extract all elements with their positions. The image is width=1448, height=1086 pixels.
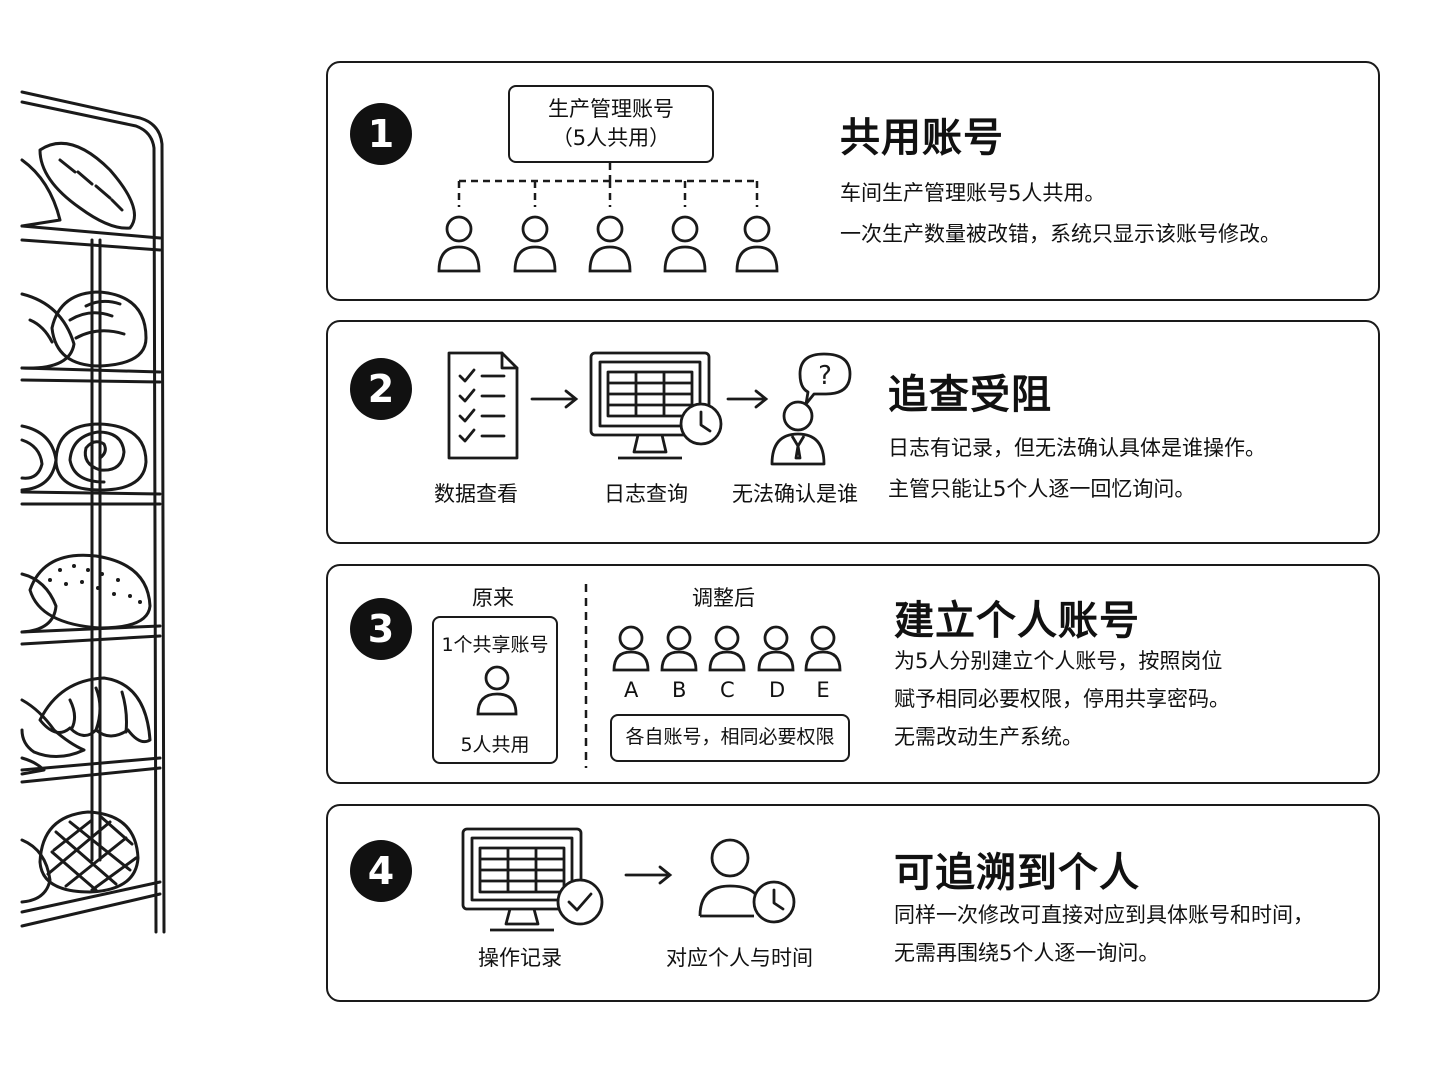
step-4-description: 同样一次修改可直接对应到具体账号和时间， 无需再围绕5个人逐一询问。 <box>894 896 1314 972</box>
shared-account-box: 生产管理账号 （5人共用） <box>508 85 714 163</box>
question-mark: ? <box>818 361 832 391</box>
user-letter-b: B <box>672 678 687 702</box>
individual-users-row <box>612 625 842 672</box>
step-4-caption-operation-record: 操作记录 <box>478 946 562 970</box>
person-icon <box>437 215 481 273</box>
divider-line <box>584 584 588 768</box>
arrow-right-icon <box>530 389 579 409</box>
after-label: 调整后 <box>692 586 755 610</box>
person-icon <box>660 625 698 672</box>
step-2-desc-line-1: 日志有记录，但无法确认具体是谁操作。 <box>888 436 1266 460</box>
person-time-icon <box>698 838 796 924</box>
step-2-caption-data-view: 数据查看 <box>434 482 518 506</box>
step-1-title: 共用账号 <box>840 115 1004 161</box>
user-letter-a: A <box>624 678 639 702</box>
user-letter-e: E <box>816 678 830 702</box>
person-icon <box>663 215 707 273</box>
record-monitor-icon <box>461 827 604 932</box>
step-2-desc-line-2: 主管只能让5个人逐一回忆询问。 <box>888 477 1196 501</box>
person-icon <box>513 215 557 273</box>
arrow-right-icon <box>726 389 769 409</box>
step-2-caption-unknown-who: 无法确认是谁 <box>732 482 858 506</box>
step-3-title: 建立个人账号 <box>894 598 1140 644</box>
step-1-desc-line-2: 一次生产数量被改错，系统只显示该账号修改。 <box>840 222 1281 246</box>
checklist-icon <box>447 351 519 460</box>
step-3-desc-line-3: 无需改动生产系统。 <box>894 725 1083 749</box>
step-2-description: 日志有记录，但无法确认具体是谁操作。 主管只能让5个人逐一回忆询问。 <box>888 428 1266 510</box>
person-icon <box>804 625 842 672</box>
person-icon <box>708 625 746 672</box>
step-3-desc-line-1: 为5人分别建立个人账号，按照岗位 <box>894 649 1223 673</box>
step-4-desc-line-2: 无需再围绕5个人逐一询问。 <box>894 941 1160 965</box>
step-4-desc-line-1: 同样一次修改可直接对应到具体账号和时间， <box>894 903 1314 927</box>
step-4-caption-person-and-time: 对应个人与时间 <box>666 946 813 970</box>
shared-account-box-line-1: 生产管理账号 <box>548 97 674 121</box>
user-letter-d: D <box>769 678 786 702</box>
bread-shelf-illustration <box>20 90 166 934</box>
step-1-number-badge: 1 <box>350 103 412 165</box>
step-3-description: 为5人分别建立个人账号，按照岗位 赋予相同必要权限，停用共享密码。 无需改动生产… <box>894 642 1230 756</box>
log-monitor-icon <box>589 351 723 460</box>
before-label: 原来 <box>472 586 514 610</box>
step-4-number-badge: 4 <box>350 840 412 902</box>
step-2-title: 追查受阻 <box>888 372 1052 418</box>
step-4-panel: 4 操作记录 对应个人与时间 可追溯到个人 同样一次修改可直接对应到具体账号和时… <box>326 804 1380 1002</box>
shared-account-card: 1个共享账号 5人共用 <box>432 616 558 764</box>
person-icon <box>588 215 632 273</box>
individual-accounts-note-text: 各自账号，相同必要权限 <box>625 726 835 748</box>
step-2-number-badge: 2 <box>350 358 412 420</box>
person-icon <box>476 665 518 716</box>
individual-accounts-note: 各自账号，相同必要权限 <box>610 714 850 762</box>
shared-account-box-line-2: （5人共用） <box>551 126 671 150</box>
person-icon <box>757 625 795 672</box>
step-4-title: 可追溯到个人 <box>894 850 1140 896</box>
step-1-description: 车间生产管理账号5人共用。 一次生产数量被改错，系统只显示该账号修改。 <box>840 173 1281 255</box>
step-1-desc-line-1: 车间生产管理账号5人共用。 <box>840 181 1106 205</box>
shared-users-label: 5人共用 <box>460 734 530 756</box>
step-3-number-badge: 3 <box>350 598 412 660</box>
five-users-row <box>437 215 779 273</box>
step-3-panel: 3 原来 1个共享账号 5人共用 调整后 A B C D E 各自账号，相同必要… <box>326 564 1380 784</box>
shared-account-label: 1个共享账号 <box>441 634 549 656</box>
step-2-caption-log-query: 日志查询 <box>604 482 688 506</box>
person-icon <box>612 625 650 672</box>
person-icon <box>735 215 779 273</box>
unknown-person-icon: ? <box>770 352 852 466</box>
arrow-right-icon <box>624 865 673 885</box>
step-2-panel: 2 <box>326 320 1380 544</box>
step-1-panel: 1 生产管理账号 （5人共用） 共用账号 车间生产管理账号5人共用。 一次生产数… <box>326 61 1380 301</box>
step-3-desc-line-2: 赋予相同必要权限，停用共享密码。 <box>894 687 1230 711</box>
shared-account-tree <box>457 163 759 207</box>
user-letter-c: C <box>720 678 735 702</box>
